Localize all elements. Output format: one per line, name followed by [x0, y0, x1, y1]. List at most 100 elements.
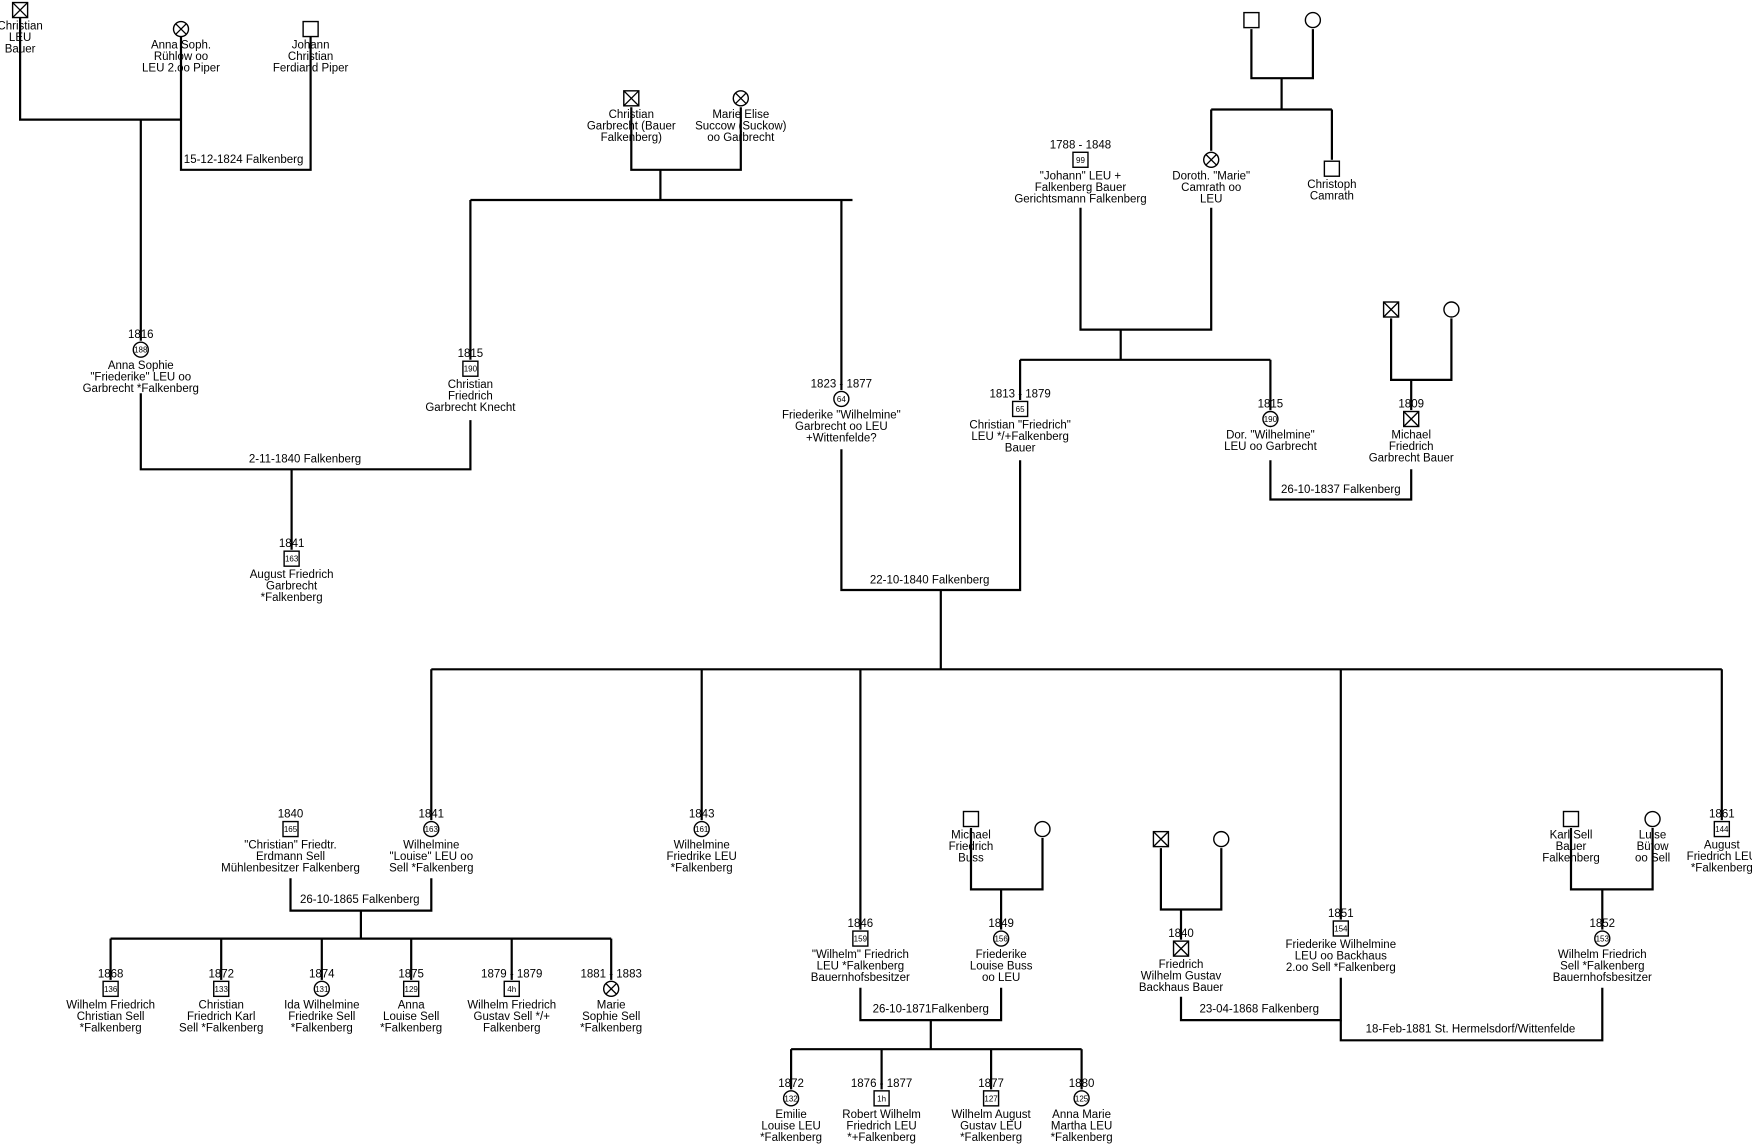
life-dates-label: 1872 — [778, 1078, 804, 1090]
life-dates-label: 1861 — [1709, 809, 1735, 821]
male-square-icon — [873, 1090, 890, 1107]
person-name-line: Friedrike Sell — [288, 1011, 355, 1023]
person-name-line: Michael — [951, 830, 991, 842]
person-name-line: Buss — [958, 853, 984, 865]
female-circle-icon — [782, 1090, 800, 1107]
person-id-number: 65 — [1016, 405, 1025, 414]
connector-line — [840, 449, 1022, 592]
person-name-line: Gustav LEU — [960, 1120, 1022, 1132]
person-name-line: Friedrich Karl — [187, 1011, 255, 1023]
female-circle-icon — [423, 820, 440, 838]
person-name-line: Friedrich — [1159, 959, 1204, 971]
connector-line — [1339, 987, 1604, 1042]
person-node[interactable] — [1443, 301, 1460, 318]
life-dates-label: 1843 — [689, 809, 715, 821]
person-name-line: Sell *Falkenberg — [389, 863, 473, 875]
person-node[interactable] — [1034, 820, 1051, 838]
male-square-icon — [402, 980, 420, 998]
male-square-icon — [282, 820, 299, 838]
person-name-line: Erdmann Sell — [256, 851, 325, 863]
person-node[interactable] — [1213, 830, 1230, 848]
person-name-line: Friedrike LEU — [667, 851, 737, 863]
person-id-number: 144 — [1715, 825, 1729, 834]
person-id-number: 132 — [784, 1094, 798, 1103]
marriage-date-label: 26-10-1871Falkenberg — [873, 1003, 989, 1015]
person-id-number: 163 — [285, 555, 299, 564]
life-dates-label: 1851 — [1328, 908, 1354, 920]
person-name-line: *Falkenberg — [671, 863, 733, 875]
person-node[interactable] — [1243, 11, 1260, 29]
person-node[interactable] — [1152, 830, 1170, 848]
person-name-line: Succow (Suckow) — [695, 120, 787, 132]
person-name-line: Wilhelm Friedrich — [467, 999, 556, 1011]
person-name-line: *Falkenberg — [291, 1022, 353, 1034]
person-node[interactable] — [1382, 301, 1400, 318]
female-circle-icon — [833, 390, 850, 408]
person-name-line: Michael — [1391, 430, 1431, 442]
person-name-line: LEU 2.oo Piper — [142, 63, 220, 75]
life-dates-label: 1868 — [98, 968, 124, 980]
female-circle-icon — [1304, 11, 1322, 29]
connector-line — [1569, 828, 1654, 891]
person-name-line: Ida Wilhelmine — [284, 999, 359, 1011]
person-name-line: *Falkenberg — [960, 1132, 1022, 1144]
life-dates-label: 1841 — [418, 809, 444, 821]
life-dates-label: 1841 — [279, 538, 305, 550]
person-id-number: 163 — [425, 825, 439, 834]
person-name-line: Anna Marie — [1052, 1109, 1111, 1121]
person-name-line: "Louise" LEU oo — [389, 851, 473, 863]
person-id-number: 159 — [854, 935, 868, 944]
female-circle-icon — [1213, 830, 1230, 848]
person-name-line: Christian — [0, 21, 43, 33]
person-name-line: Robert Wilhelm — [842, 1109, 921, 1121]
person-node[interactable] — [1304, 11, 1322, 29]
person-name-line: Ferdiand Piper — [273, 63, 349, 75]
person-name-line: Mühlenbesitzer Falkenberg — [221, 863, 360, 875]
connector-line — [19, 17, 181, 121]
person-name-line: Christian Sell — [77, 1011, 145, 1023]
female-circle-icon — [693, 820, 710, 838]
person-id-number: 131 — [315, 985, 329, 994]
person-name-line: Backhaus Bauer — [1139, 982, 1224, 994]
person-name-line: Louise LEU — [761, 1120, 820, 1132]
person-name-line: LEU *Falkenberg — [817, 961, 905, 973]
deceased-cross-icon — [1403, 411, 1420, 427]
